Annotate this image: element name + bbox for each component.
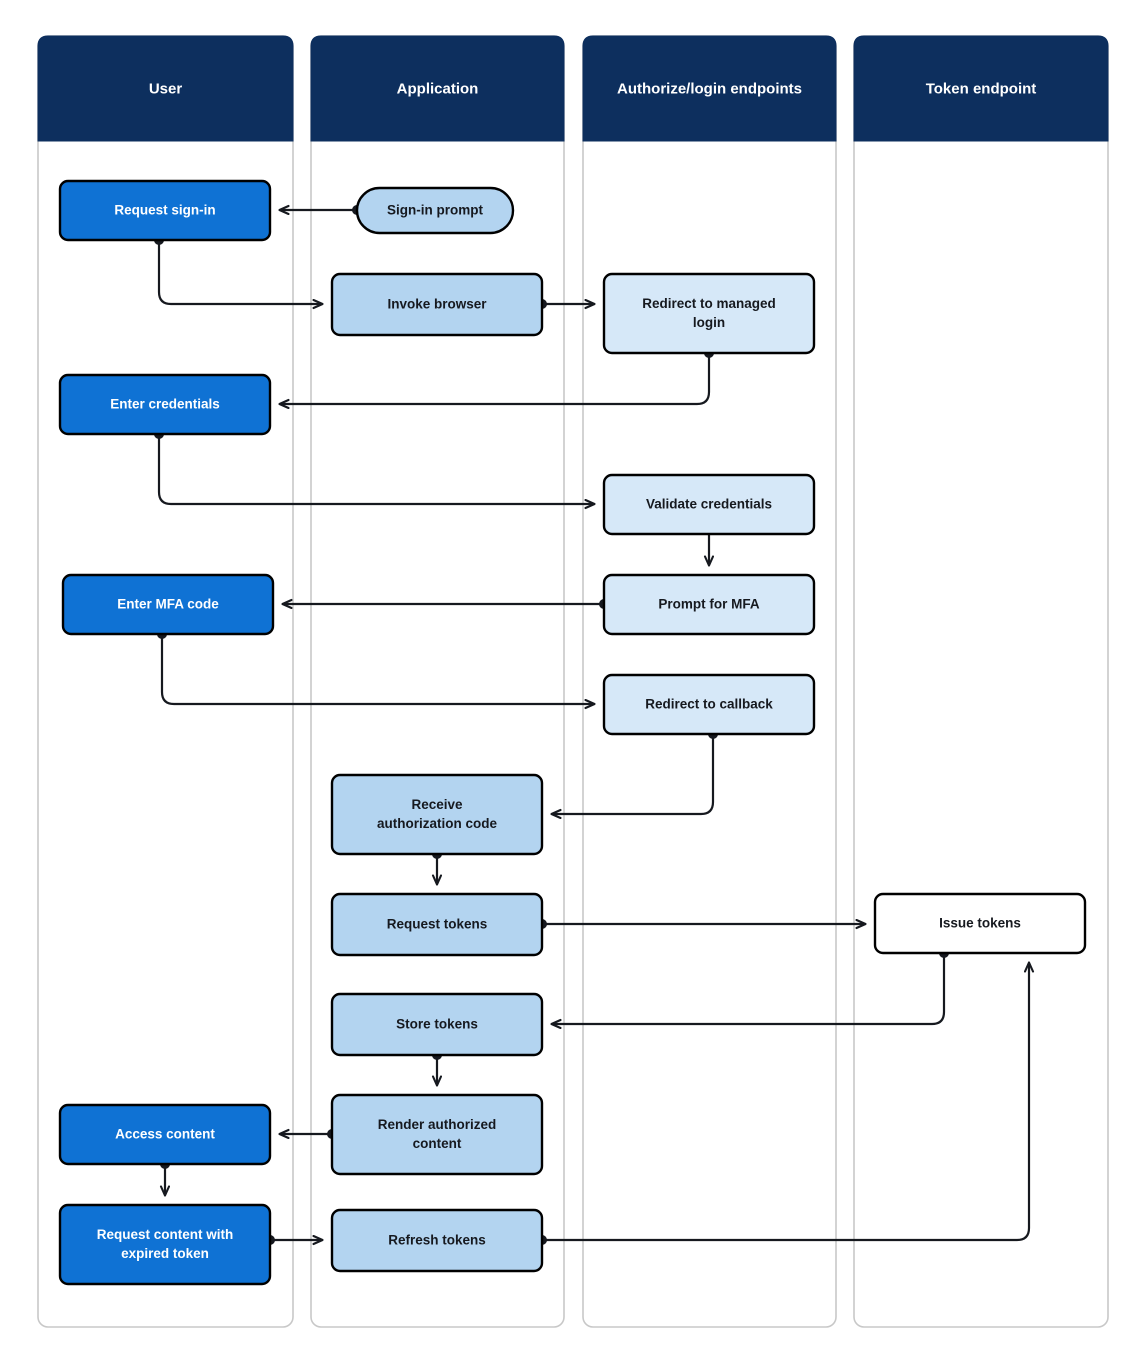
swimlane-header-authorize: [582, 35, 837, 142]
edge-line: [552, 951, 946, 1024]
swimlane-title-token: Token endpoint: [926, 80, 1037, 97]
edge-line: [157, 432, 594, 504]
node-label: Refresh tokens: [388, 1232, 486, 1247]
node-shape[interactable]: [330, 992, 544, 1057]
node-label: Redirect to callback: [645, 696, 773, 711]
node-label: Issue tokens: [939, 915, 1021, 930]
node-shape[interactable]: [602, 473, 816, 536]
node-shape[interactable]: [330, 272, 544, 337]
swimlane-header-token: [853, 35, 1109, 142]
node-shape[interactable]: [58, 1203, 272, 1286]
node-shape[interactable]: [330, 773, 544, 856]
node-store-tokens[interactable]: Store tokens: [330, 992, 544, 1057]
edge-line: [157, 238, 322, 304]
swimlane-token: Token endpoint: [853, 35, 1109, 1328]
node-label: Request tokens: [387, 916, 488, 931]
swimlane-body-token: [853, 35, 1109, 1328]
node-shape[interactable]: [58, 179, 272, 242]
node-refresh-tokens[interactable]: Refresh tokens: [330, 1208, 544, 1273]
node-redirect-to-callback[interactable]: Redirect to callback: [602, 673, 816, 736]
node-shape[interactable]: [58, 373, 272, 436]
swimlane-user: User: [37, 35, 294, 1328]
swimlane-title-application: Application: [397, 80, 479, 97]
node-shape[interactable]: [602, 272, 816, 355]
node-label: Access content: [115, 1126, 215, 1141]
node-shape[interactable]: [61, 573, 275, 636]
node-invoke-browser[interactable]: Invoke browser: [330, 272, 544, 337]
node-label: Invoke browser: [387, 296, 487, 311]
edge-line: [552, 732, 715, 814]
node-validate-credentials[interactable]: Validate credentials: [602, 473, 816, 536]
edge-line: [540, 963, 1029, 1242]
node-enter-mfa-code[interactable]: Enter MFA code: [61, 573, 275, 636]
node-shape[interactable]: [355, 186, 515, 235]
node-label: Request sign-in: [114, 202, 215, 217]
edge-line: [280, 351, 711, 404]
node-shape[interactable]: [58, 1103, 272, 1166]
node-shape[interactable]: [330, 892, 544, 957]
node-shape[interactable]: [602, 573, 816, 636]
node-label: Enter credentials: [110, 396, 220, 411]
node-access-content[interactable]: Access content: [58, 1103, 272, 1166]
node-prompt-for-mfa[interactable]: Prompt for MFA: [602, 573, 816, 636]
node-enter-credentials[interactable]: Enter credentials: [58, 373, 272, 436]
edge-line: [160, 632, 594, 704]
node-label: Prompt for MFA: [658, 596, 759, 611]
swimlane-title-user: User: [149, 80, 183, 97]
node-label: Enter MFA code: [117, 596, 219, 611]
node-shape[interactable]: [602, 673, 816, 736]
node-shape[interactable]: [873, 892, 1087, 955]
node-sign-in-prompt[interactable]: Sign-in prompt: [355, 186, 515, 235]
node-request-sign-in[interactable]: Request sign-in: [58, 179, 272, 242]
swimlane-title-authorize: Authorize/login endpoints: [617, 80, 802, 97]
node-issue-tokens[interactable]: Issue tokens: [873, 892, 1087, 955]
node-shape[interactable]: [330, 1093, 544, 1176]
swimlane-header-application: [310, 35, 565, 142]
swimlane-header-user: [37, 35, 294, 142]
node-request-tokens[interactable]: Request tokens: [330, 892, 544, 957]
node-label: Validate credentials: [646, 496, 772, 511]
node-label: Store tokens: [396, 1016, 478, 1031]
node-shape[interactable]: [330, 1208, 544, 1273]
node-label: Sign-in prompt: [387, 202, 483, 217]
